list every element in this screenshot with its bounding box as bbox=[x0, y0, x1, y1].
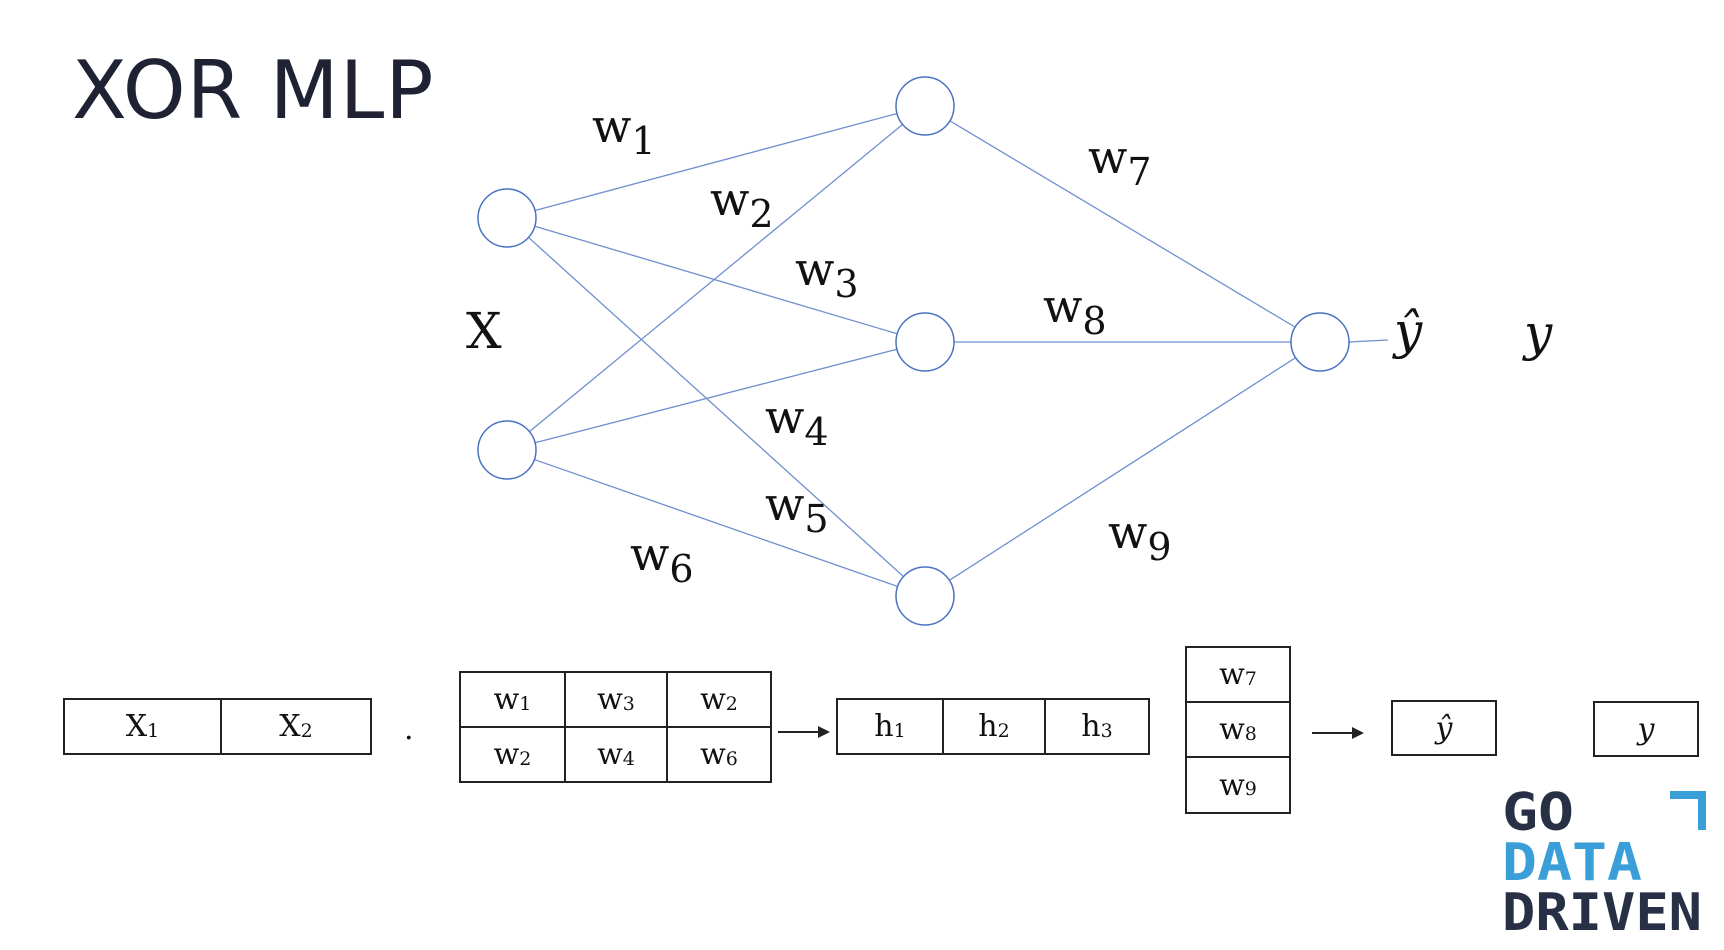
logo-corner-mark bbox=[1670, 791, 1706, 830]
edge-output-tail bbox=[1348, 339, 1389, 343]
target-cell: y bbox=[1593, 701, 1699, 757]
node-i1 bbox=[477, 188, 537, 248]
prediction-cell: ŷ bbox=[1391, 700, 1497, 756]
edge-i1-h1 bbox=[534, 112, 898, 212]
weight-label-9: w9 bbox=[1108, 505, 1172, 569]
page-title: XOR MLP bbox=[72, 44, 435, 137]
weight-label-6: w6 bbox=[630, 527, 694, 591]
arrow-2 bbox=[1312, 727, 1364, 739]
dot-operator: . bbox=[404, 712, 414, 747]
edge-i2-h1 bbox=[528, 123, 904, 433]
weight-label-7: w7 bbox=[1088, 130, 1152, 194]
weight-label-2: w2 bbox=[710, 172, 774, 236]
node-o bbox=[1290, 312, 1350, 372]
input-label: X bbox=[466, 302, 502, 360]
edge-h3-o bbox=[949, 357, 1296, 581]
logo-line-3: DRIVEN bbox=[1502, 883, 1702, 940]
arrow-1 bbox=[778, 726, 830, 738]
edge-i2-h2 bbox=[534, 348, 898, 444]
weight-label-4: w4 bbox=[765, 390, 829, 454]
weight-label-3: w3 bbox=[795, 242, 859, 306]
edge-h1-o bbox=[949, 120, 1296, 328]
edge-i1-h3 bbox=[528, 236, 904, 578]
node-h1 bbox=[895, 76, 955, 136]
target-label: y bbox=[1522, 304, 1553, 362]
node-i2 bbox=[477, 420, 537, 480]
edge-i2-h3 bbox=[534, 458, 898, 588]
logo-line-1: GO bbox=[1502, 783, 1574, 843]
logo-line-2: DATA bbox=[1502, 833, 1642, 893]
node-h2 bbox=[895, 312, 955, 372]
weight-label-8: w8 bbox=[1043, 279, 1107, 343]
weight-label-1: w1 bbox=[592, 99, 656, 163]
node-h3 bbox=[895, 566, 955, 626]
output-hat-label: ŷ bbox=[1392, 302, 1423, 360]
weight-label-5: w5 bbox=[765, 477, 829, 541]
edge-i1-h2 bbox=[534, 225, 898, 335]
